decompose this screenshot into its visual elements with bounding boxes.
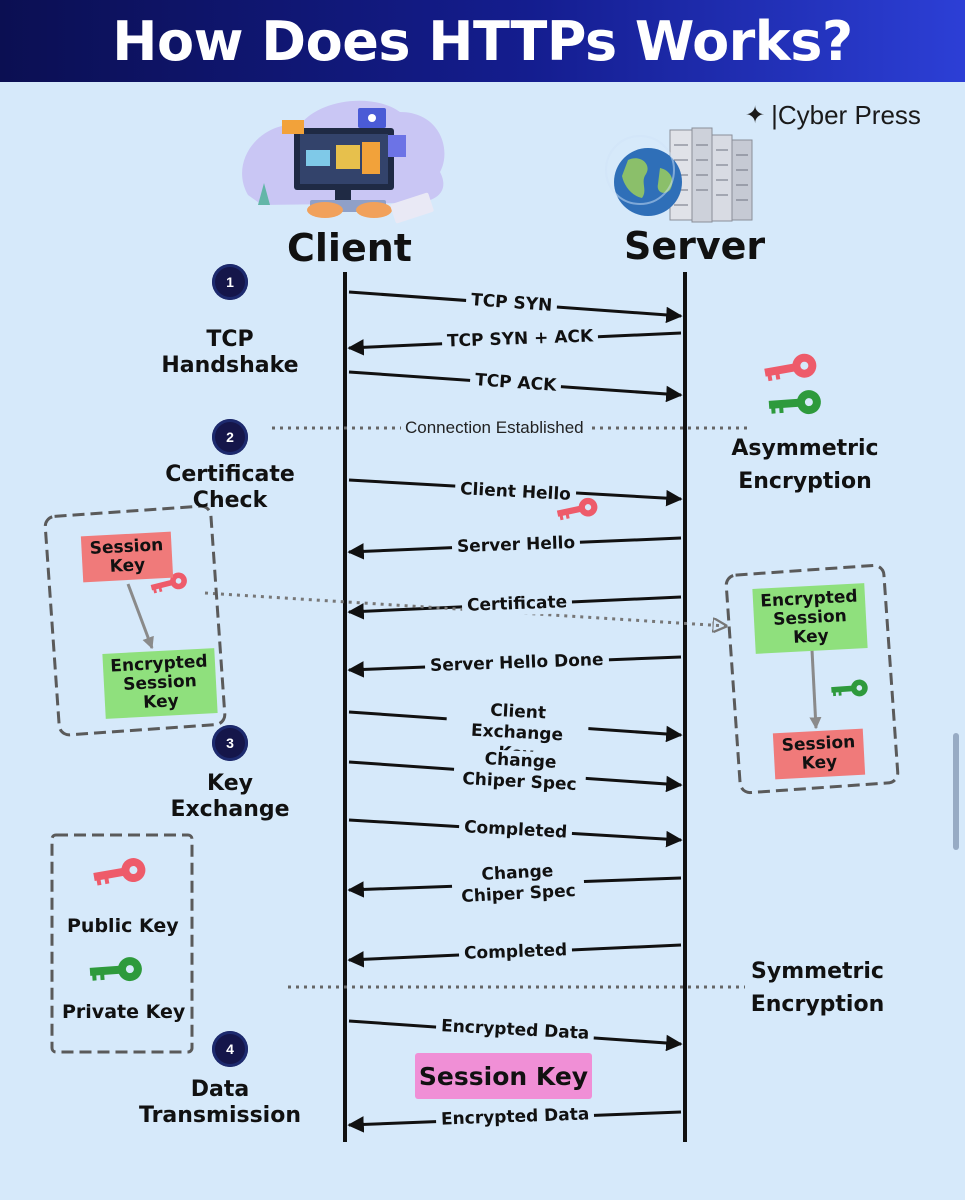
server-session-key-box xyxy=(724,563,900,795)
legend-public-key-icon xyxy=(93,858,146,886)
step-3-badge: 3 xyxy=(212,725,248,761)
legend-public-key-label: Public Key xyxy=(67,915,179,937)
server-encrypted-session-key-tag: Encrypted Session Key xyxy=(752,583,868,654)
client-encrypted-session-key-tag: Encrypted Session Key xyxy=(102,648,218,719)
client-box-flow-arrow xyxy=(126,583,154,650)
client-session-key-box xyxy=(43,504,227,737)
private-key-icon xyxy=(768,390,821,415)
message-label: Completed xyxy=(458,940,573,965)
message-label: Certificate xyxy=(461,592,573,617)
public-key-icon xyxy=(556,497,598,521)
server-box-flow-arrow xyxy=(809,649,822,730)
brand-logo: ✦ |Cyber Press xyxy=(745,100,921,131)
legend-private-key-label: Private Key xyxy=(62,1001,186,1023)
brand-name: |Cyber Press xyxy=(771,100,921,130)
server-label: Server xyxy=(624,224,766,268)
public-key-icon xyxy=(764,353,817,382)
message-label: Server Hello xyxy=(451,532,581,559)
legend-private-key-icon xyxy=(89,957,142,982)
client-label: Client xyxy=(287,226,412,270)
header-banner: How Does HTTPs Works? xyxy=(0,0,965,82)
scrollbar[interactable] xyxy=(953,733,959,850)
private-key-icon xyxy=(831,679,868,697)
step-2-badge: 2 xyxy=(212,419,248,455)
connection-established-label: Connection Established xyxy=(401,418,588,438)
server-rack-icon xyxy=(605,127,753,223)
page-title: How Does HTTPs Works? xyxy=(112,9,853,73)
client-session-key-tag: Session Key xyxy=(80,531,174,583)
message-label: Change Chiper Spec xyxy=(450,859,586,909)
server-session-key-tag: Session Key xyxy=(772,728,866,780)
step-1-badge: 1 xyxy=(212,264,248,300)
session-key-badge: Session Key xyxy=(415,1053,592,1099)
client-computer-icon xyxy=(242,100,445,224)
step-4-badge: 4 xyxy=(212,1031,248,1067)
message-label: Change Chiper Spec xyxy=(452,747,588,797)
diamond-icon: ✦ xyxy=(745,102,766,129)
legend-box xyxy=(50,833,194,1054)
public-key-icon xyxy=(150,572,187,594)
